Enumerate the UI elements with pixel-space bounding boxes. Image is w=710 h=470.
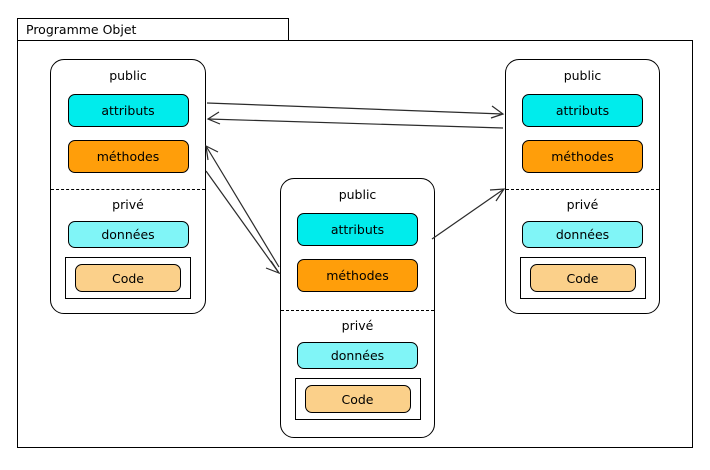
package-title-label: Programme Objet — [26, 22, 137, 37]
object-right-public-label: public — [563, 68, 602, 83]
object-left-prive-label: privé — [112, 196, 144, 212]
object-left[interactable]: public attributs méthodes privé données … — [50, 59, 206, 314]
object-left-slot-methodes[interactable]: méthodes — [67, 139, 189, 173]
object-left-slot-donnees[interactable]: données — [67, 221, 189, 248]
object-center-inner: public attributs méthodes privé données … — [281, 179, 434, 437]
object-right-code-frame: Code — [519, 257, 646, 299]
object-right-slot-methodes[interactable]: méthodes — [522, 139, 643, 173]
object-center-divider — [281, 310, 434, 311]
object-right-divider — [506, 189, 659, 190]
object-left-slot-code[interactable]: Code — [75, 264, 181, 292]
object-right-slot-code[interactable]: Code — [529, 264, 636, 292]
object-center-prive-label: privé — [341, 317, 374, 333]
object-center-code-frame: Code — [294, 378, 421, 420]
object-right-inner: public attributs méthodes privé données … — [506, 60, 659, 313]
object-center-slot-methodes[interactable]: méthodes — [297, 258, 418, 292]
object-center-slot-attributs[interactable]: attributs — [297, 212, 418, 246]
object-left-public-label: public — [109, 68, 147, 83]
object-right-slot-donnees[interactable]: données — [522, 221, 643, 248]
object-left-slot-attributs[interactable]: attributs — [67, 93, 189, 127]
object-center-slot-donnees[interactable]: données — [297, 342, 418, 369]
object-right-prive-label: privé — [566, 196, 599, 212]
object-center[interactable]: public attributs méthodes privé données … — [280, 178, 435, 438]
package-title-tab: Programme Objet — [17, 18, 289, 41]
object-center-public-label: public — [338, 187, 377, 202]
object-center-slot-code[interactable]: Code — [304, 385, 411, 413]
object-right[interactable]: public attributs méthodes privé données … — [505, 59, 660, 314]
object-left-code-frame: Code — [65, 257, 191, 299]
object-left-inner: public attributs méthodes privé données … — [51, 60, 205, 313]
object-right-slot-attributs[interactable]: attributs — [522, 93, 643, 127]
object-left-divider — [51, 189, 205, 190]
